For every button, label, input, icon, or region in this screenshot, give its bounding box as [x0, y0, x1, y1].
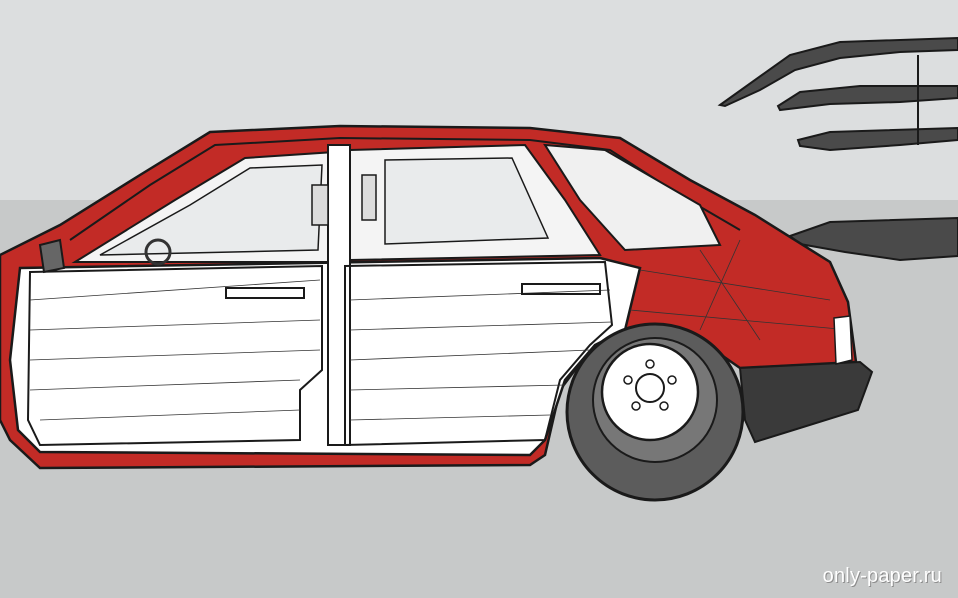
steering-wheel: [144, 238, 172, 266]
rim-hub: [635, 373, 665, 403]
front-window-glass: [99, 164, 323, 256]
side-panels-white: [8, 256, 642, 457]
lug-nuts: [623, 359, 677, 411]
floating-panels: [717, 36, 958, 262]
floating-panel-top: [717, 36, 958, 108]
watermark-text: only-paper.ru: [822, 565, 942, 587]
front-door-panel: [26, 264, 323, 447]
rear-seat-headrest: [361, 174, 377, 221]
rear-wheel: [565, 322, 745, 502]
tail-light: [833, 315, 853, 365]
floating-panel-mid: [776, 85, 958, 112]
rear-door-panel: [344, 260, 614, 447]
rear-bumper: [738, 360, 874, 444]
quarter-window: [543, 143, 722, 252]
b-pillar: [327, 144, 351, 446]
rear-door-handle: [521, 283, 601, 295]
rear-window-glass: [384, 157, 550, 245]
floating-panel-ground: [787, 216, 958, 262]
mesh-lines: [29, 239, 851, 421]
seat-headrest: [311, 184, 329, 226]
front-door-handle: [225, 287, 305, 299]
car-body: [0, 124, 874, 470]
side-mirror: [38, 238, 66, 274]
